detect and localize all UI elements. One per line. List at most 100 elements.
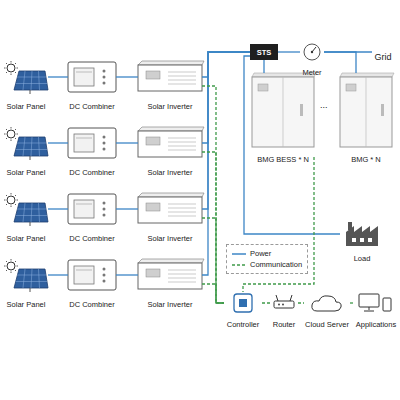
power-line [202, 52, 250, 77]
communication-line [202, 218, 224, 303]
node-label: Cloud Server [305, 320, 349, 329]
bess-cabinet-icon-part [340, 73, 394, 77]
communication-line [350, 302, 354, 303]
bess-cabinet-icon-part [300, 104, 303, 116]
meter-icon [304, 44, 320, 60]
power-line [48, 208, 68, 209]
power-line [116, 142, 138, 143]
node-label: BMG * N [351, 155, 381, 164]
communication-line [202, 284, 224, 303]
legend-text: Communication [250, 260, 302, 269]
communication-line [202, 86, 224, 303]
node-label: Grid [374, 53, 391, 62]
bess-cabinet-icon [252, 73, 316, 147]
row-icons [4, 193, 204, 226]
power-line [202, 52, 250, 143]
node-label: Solar Panel [7, 168, 46, 177]
power-line [278, 52, 300, 53]
power-line [324, 52, 356, 73]
row-icons [4, 127, 204, 160]
router-icon-part [290, 295, 292, 301]
solar-panel: Solar Panel [4, 60, 48, 104]
power-line [263, 60, 264, 73]
power-line [48, 275, 68, 276]
legend-sample [232, 262, 246, 268]
communication-line [202, 152, 224, 303]
controller: Controller [224, 292, 262, 322]
node-label: DC Combiner [69, 234, 114, 243]
node-label: Meter [302, 68, 321, 77]
bess-cabinet-icon-part [283, 77, 284, 147]
applications: Applications [354, 292, 398, 322]
devices-icon-part [364, 311, 374, 312]
cloud-server: Cloud Server [304, 292, 350, 322]
bess-cabinet-icon-part [366, 77, 367, 147]
solar-inverter: Solar Inverter [138, 192, 202, 236]
router-icon-part [276, 295, 278, 301]
power-line [48, 76, 68, 77]
node-label: Solar Panel [7, 234, 46, 243]
legend-sample [232, 251, 246, 257]
load: Load [340, 221, 384, 256]
devices-icon [359, 294, 391, 311]
solar-panel: Solar Panel [4, 192, 48, 236]
legend-row: Communication [232, 259, 302, 270]
communication-line [202, 86, 224, 303]
row-icons [4, 259, 204, 292]
power-line [244, 56, 340, 234]
dc-combiner: DC Combiner [68, 192, 116, 236]
communication-line [262, 303, 270, 304]
communication-line [298, 303, 304, 304]
node-label: Solar Panel [7, 102, 46, 111]
power-line [244, 56, 340, 234]
power-line [48, 274, 68, 275]
legend: PowerCommunication [226, 244, 308, 274]
factory-icon [346, 222, 378, 246]
bess-cabinet-icon-part [346, 84, 356, 91]
router-icon [274, 295, 294, 308]
node-label: DC Combiner [69, 102, 114, 111]
dc-combiner: DC Combiner [68, 60, 116, 104]
controller-icon-part [239, 299, 247, 307]
factory-icon-part [360, 238, 364, 242]
communication-line [202, 284, 224, 303]
node-label: DC Combiner [69, 300, 114, 309]
legend-sample-part [232, 253, 246, 255]
meter-icon-part [304, 44, 320, 60]
node-label: Solar Inverter [147, 168, 192, 177]
factory-icon-part [352, 238, 356, 242]
power-line [116, 274, 138, 275]
ellipsis-label: ... [320, 100, 328, 110]
communication-line [202, 152, 224, 303]
legend-row: Power [232, 248, 302, 259]
node-label: Load [354, 254, 371, 263]
legend-text: Power [250, 249, 271, 258]
devices-icon-part [383, 298, 391, 311]
power-line [48, 143, 68, 144]
meter-icon-part [311, 51, 313, 53]
node-label: STS [257, 48, 272, 57]
devices-icon-part [359, 294, 379, 307]
node-label: BMG BESS * N [257, 155, 309, 164]
dc-combiner: DC Combiner [68, 126, 116, 170]
cloud-icon [312, 296, 341, 311]
solar-panel: Solar Panel [4, 258, 48, 302]
communication-line [202, 218, 224, 303]
cloud-icon-part [312, 296, 341, 311]
dc-combiner: DC Combiner [68, 258, 116, 302]
router-icon-part [274, 301, 294, 308]
power-line [264, 60, 265, 73]
meter: Meter [300, 43, 324, 70]
power-line [202, 52, 250, 77]
factory-icon-part [368, 238, 372, 242]
solar-panel: Solar Panel [4, 126, 48, 170]
factory-icon-part [348, 222, 352, 230]
bess-cabinet-icon-part [258, 84, 268, 91]
node-label: Solar Inverter [147, 102, 192, 111]
controller-icon-part [234, 294, 252, 312]
row-icons [4, 61, 204, 94]
solar-inverter: Solar Inverter [138, 126, 202, 170]
